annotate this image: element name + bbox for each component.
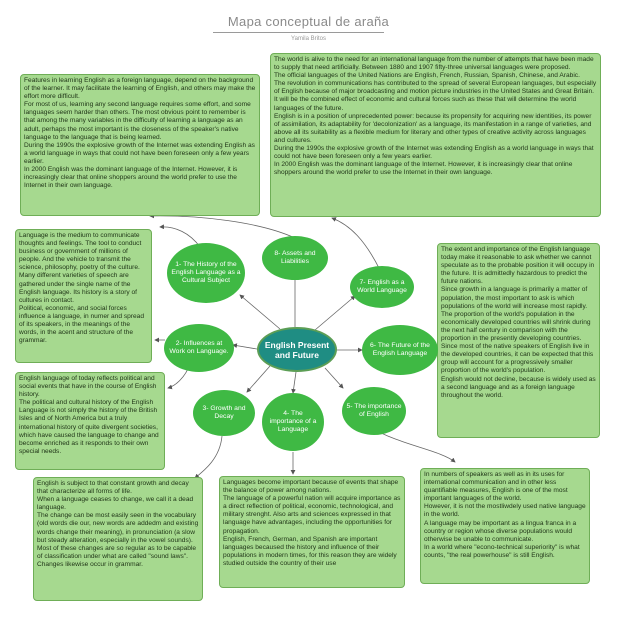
- link-center-world: [314, 295, 356, 331]
- link-growth-box: [194, 435, 223, 479]
- box-paragraph: Political, economic, and social forces i…: [19, 304, 145, 345]
- box-paragraph: During the 1990s the explosive growth of…: [24, 141, 255, 165]
- page-title: Mapa conceptual de araña: [227, 14, 390, 29]
- box-importance-language: Languages become important because of ev…: [219, 476, 405, 588]
- box-paragraph: English, French, German, and Spanish are…: [223, 535, 397, 567]
- box-paragraph: However, it is not the mostliwdely used …: [424, 503, 586, 519]
- box-paragraph: For most of us, learning any second lang…: [24, 101, 251, 141]
- box-paragraph: Features in learning English as a foreig…: [24, 77, 256, 101]
- node-world-language: 7- English as a World Language: [350, 266, 414, 308]
- box-paragraph: In numbers of speakers as well as in its…: [424, 471, 568, 503]
- box-paragraph: In a world where "econo-technical superi…: [424, 543, 580, 559]
- box-paragraph: English is subject to that constant grow…: [37, 480, 189, 496]
- box-paragraph: The political and cultural history of th…: [19, 399, 159, 455]
- title-underline: [213, 32, 384, 33]
- box-paragraph: English would not decline, because is wi…: [441, 375, 596, 399]
- box-paragraph: A language may be important as a lingua …: [424, 519, 577, 543]
- box-future: The extent and importance of the English…: [437, 243, 600, 438]
- link-center-importance-language: [291, 371, 297, 394]
- box-paragraph: The official languages of the United Nat…: [274, 72, 580, 80]
- box-paragraph: Many different varieties of speech are g…: [19, 272, 138, 304]
- box-paragraph: Since growth in a language is primarily …: [441, 286, 588, 310]
- box-history: English language of today reflects polit…: [15, 372, 165, 470]
- node-growth: 3- Growth and Decay: [193, 390, 255, 436]
- node-importance-language: 4- The importance of a Language: [262, 393, 324, 451]
- box-paragraph: The world is alive to the need for an in…: [274, 56, 594, 72]
- box-paragraph: In 2000 English was the dominant languag…: [274, 161, 573, 177]
- box-paragraph: When a language ceases to change, we cal…: [37, 496, 194, 512]
- node-influences: 2- Influences at Work on Language.: [164, 324, 234, 372]
- box-paragraph: The change can be most easily seen in th…: [37, 512, 199, 544]
- link-center-history: [239, 294, 281, 330]
- box-paragraph: The extent and importance of the English…: [441, 246, 595, 286]
- box-paragraph: Languages become important because of ev…: [223, 479, 399, 495]
- box-paragraph: English language of today reflects polit…: [19, 375, 157, 399]
- box-paragraph: The revolution in communications has con…: [274, 80, 597, 112]
- box-influences: Language is the medium to communicate th…: [15, 229, 152, 363]
- box-paragraph: The proportion of the world's population…: [441, 310, 594, 375]
- node-history: 1- The History of the English Language a…: [167, 243, 245, 303]
- link-world-box: [331, 217, 381, 271]
- box-paragraph: During the 1990s the explosive growth of…: [274, 145, 594, 161]
- link-center-growth: [246, 365, 271, 393]
- box-importance-english: In numbers of speakers as well as in its…: [420, 468, 590, 584]
- node-future: 6- The Future of the English Language: [362, 325, 438, 375]
- box-growth-decay: English is subject to that constant grow…: [33, 477, 203, 601]
- center-node: English Present and Future: [257, 327, 337, 372]
- box-paragraph: English is in a position of unprecedente…: [274, 112, 592, 144]
- box-paragraph: The language of a powerful nation will a…: [223, 495, 401, 535]
- box-paragraph: Most of these changes are so regular as …: [37, 544, 197, 560]
- box-paragraph: Changes likewise occur in grammar.: [37, 560, 143, 568]
- link-center-influences: [232, 343, 258, 350]
- box-language-learning: Features in learning English as a foreig…: [20, 74, 260, 216]
- box-world-language: The world is alive to the need for an in…: [270, 53, 601, 217]
- box-paragraph: Language is the medium to communicate th…: [19, 232, 142, 272]
- link-center-importance-english: [324, 367, 344, 389]
- node-assets: 8- Assets and Liabilities: [262, 236, 328, 280]
- box-paragraph: In 2000 English was the dominant languag…: [24, 166, 238, 190]
- author-name: Yamila Britos: [291, 36, 326, 42]
- link-assets-box: [149, 213, 296, 239]
- node-importance-english: 5- The importance of English: [342, 387, 406, 435]
